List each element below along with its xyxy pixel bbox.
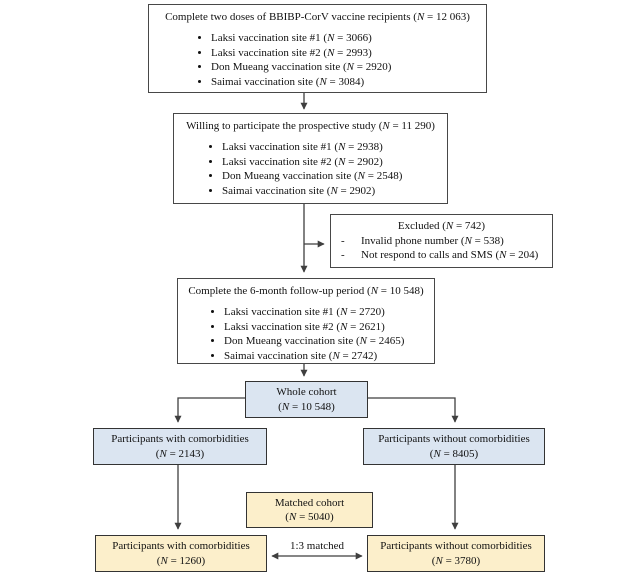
list-item: Don Mueang vaccination site (N = 2465) (224, 334, 434, 348)
box-willing: Willing to participate the prospective s… (173, 113, 448, 204)
box-without-comorbidities-n: (N = 8405) (429, 447, 479, 460)
list-item: Laksi vaccination site #1 (N = 2720) (224, 305, 434, 319)
box-followup: Complete the 6-month follow-up period (N… (177, 278, 435, 364)
list-item: Laksi vaccination site #2 (N = 2993) (211, 46, 486, 60)
list-item: Invalid phone number (N = 538) (331, 234, 552, 248)
box-enrollment-list: Laksi vaccination site #1 (N = 3066) Lak… (149, 31, 486, 89)
box-enrollment-title: Complete two doses of BBIBP-CorV vaccine… (165, 11, 470, 23)
box-whole-cohort: Whole cohort (N = 10 548) (245, 381, 368, 418)
list-item: Laksi vaccination site #2 (N = 2621) (224, 320, 434, 334)
box-with-comorbidities: Participants with comorbidities (N = 214… (93, 428, 267, 465)
list-item: Saimai vaccination site (N = 3084) (211, 75, 486, 89)
box-enrollment: Complete two doses of BBIBP-CorV vaccine… (148, 4, 487, 93)
box-excluded-title: Excluded (N = 742) (397, 220, 486, 232)
box-willing-title: Willing to participate the prospective s… (186, 120, 435, 132)
arrow-whole-to-with-comorbidities (174, 397, 245, 423)
list-item: Laksi vaccination site #1 (N = 2938) (222, 140, 447, 154)
box-without-comorbidities: Participants without comorbidities (N = … (363, 428, 545, 465)
box-excluded-list: Invalid phone number (N = 538) Not respo… (331, 234, 552, 262)
box-excluded: Excluded (N = 742) Invalid phone number … (330, 214, 553, 268)
list-item: Don Mueang vaccination site (N = 2920) (211, 60, 486, 74)
box-without-comorbidities-label: Participants without comorbidities (378, 433, 530, 445)
box-matched-without-n: (N = 3780) (431, 554, 481, 567)
box-whole-cohort-n: (N = 10 548) (278, 400, 335, 413)
list-item: Saimai vaccination site (N = 2742) (224, 349, 434, 363)
arrow-whole-to-without-comorbidities (368, 397, 459, 423)
box-matched-without-label: Participants without comorbidities (380, 540, 532, 552)
box-matched-with-comorbidities: Participants with comorbidities (N = 126… (95, 535, 267, 572)
list-item: Laksi vaccination site #2 (N = 2902) (222, 155, 447, 169)
list-item: Laksi vaccination site #1 (N = 3066) (211, 31, 486, 45)
box-matched-cohort-label: Matched cohort (274, 496, 345, 509)
box-matched-with-n: (N = 1260) (156, 554, 206, 567)
box-matched-with-label: Participants with comorbidities (112, 540, 250, 552)
match-ratio-label: 1:3 matched (289, 540, 345, 552)
box-whole-cohort-label: Whole cohort (276, 386, 337, 398)
list-item: Don Mueang vaccination site (N = 2548) (222, 169, 447, 183)
box-with-comorbidities-label: Participants with comorbidities (111, 433, 249, 445)
box-followup-list: Laksi vaccination site #1 (N = 2720) Lak… (178, 305, 434, 363)
box-willing-list: Laksi vaccination site #1 (N = 2938) Lak… (174, 140, 447, 198)
box-matched-cohort: Matched cohort (N = 5040) (246, 492, 373, 528)
list-item: Saimai vaccination site (N = 2902) (222, 184, 447, 198)
box-followup-title: Complete the 6-month follow-up period (N… (188, 285, 424, 297)
box-matched-cohort-n: (N = 5040) (285, 511, 334, 523)
box-matched-without-comorbidities: Participants without comorbidities (N = … (367, 535, 545, 572)
list-item: Not respond to calls and SMS (N = 204) (331, 248, 552, 262)
box-with-comorbidities-n: (N = 2143) (155, 447, 205, 460)
